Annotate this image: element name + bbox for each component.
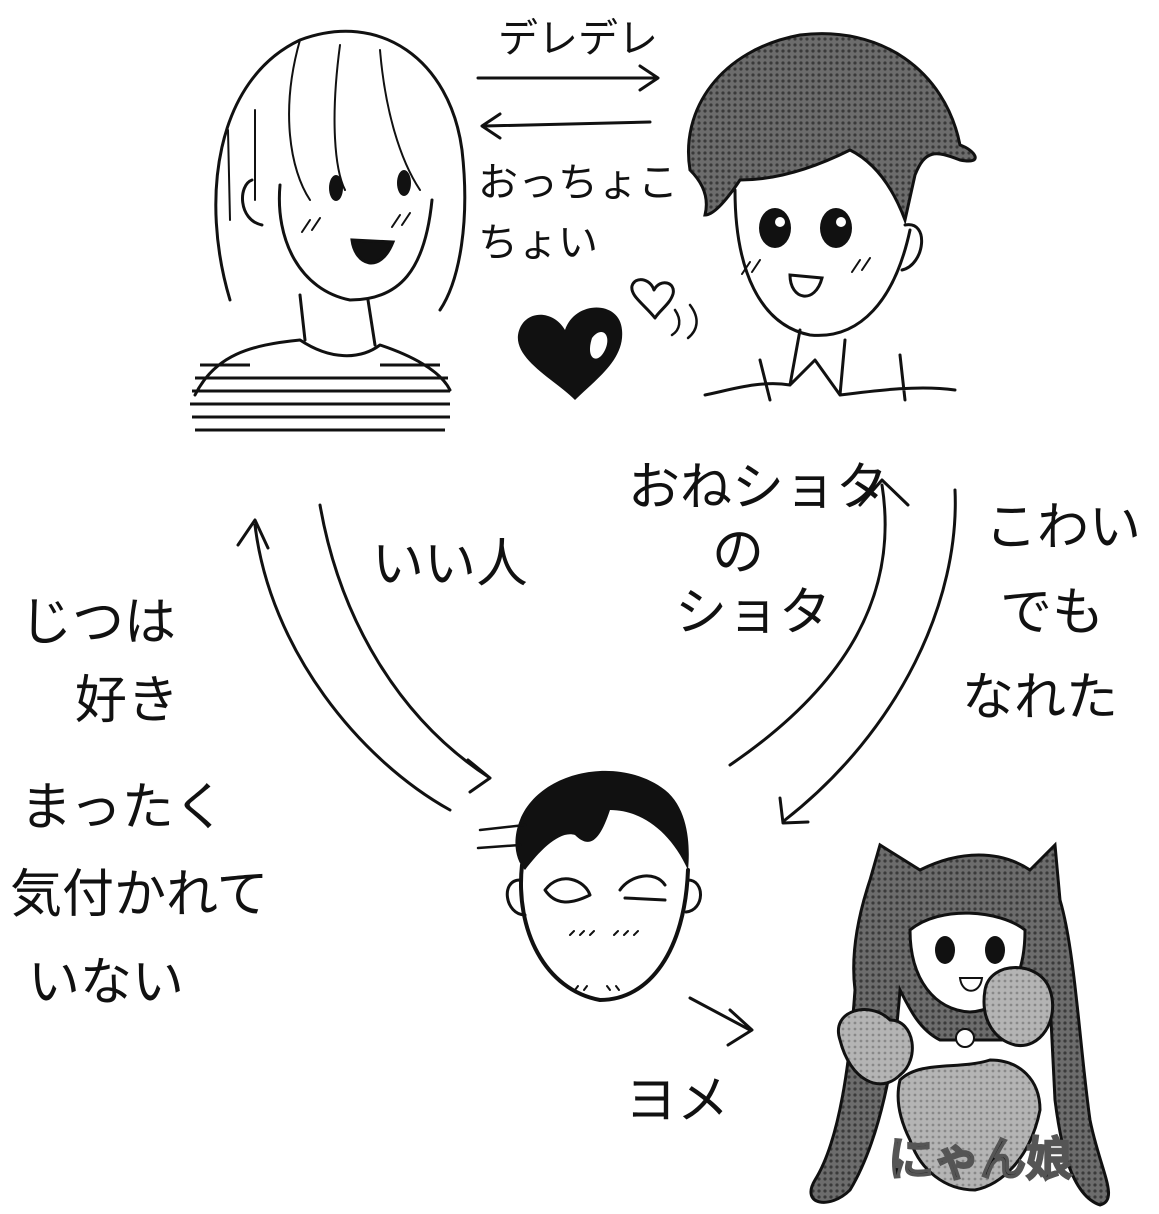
label-kizukarete-1: まったく [20, 778, 226, 838]
label-kizukarete-3: いない [28, 953, 184, 1013]
arrow-man-to-boy [728, 478, 910, 767]
label-yome: ヨメ [625, 1071, 729, 1131]
label-jitsuwa-1: じつは [20, 593, 176, 653]
label-occhoko-2: ちょい [478, 220, 598, 266]
arrow-woman-to-boy [476, 64, 660, 92]
label-ii-hito: いい人 [372, 535, 528, 595]
label-onesho-1: おねショタ [628, 458, 888, 518]
arrow-boy-to-woman [480, 112, 652, 140]
label-kowai-2: でも [1000, 583, 1104, 643]
man-character [476, 770, 702, 1002]
label-dere-dere: デレデレ [498, 16, 658, 62]
small-heart-icon [630, 278, 698, 340]
label-occhoko-1: おっちょこ [478, 160, 678, 206]
boy-character [687, 32, 977, 402]
arrow-man-to-woman [236, 518, 452, 812]
arrow-man-to-catgirl [688, 996, 754, 1047]
label-jitsuwa-2: 好き [75, 671, 179, 731]
label-onesho-3: ショタ [675, 583, 831, 643]
label-kizukarete-2: 気付かれて [10, 865, 268, 925]
label-onesho-2: の [712, 523, 764, 583]
label-kowai-3: なれた [962, 668, 1118, 728]
label-nyan-musume: にゃん娘 [888, 1132, 1072, 1186]
cat-girl-figure [809, 841, 1110, 1207]
arrow-boy-to-catgirl [778, 488, 957, 825]
woman-character [190, 29, 467, 432]
arrow-woman-to-man [318, 503, 492, 794]
heart-icon [517, 307, 623, 400]
label-kowai-1: こわい [985, 498, 1141, 558]
